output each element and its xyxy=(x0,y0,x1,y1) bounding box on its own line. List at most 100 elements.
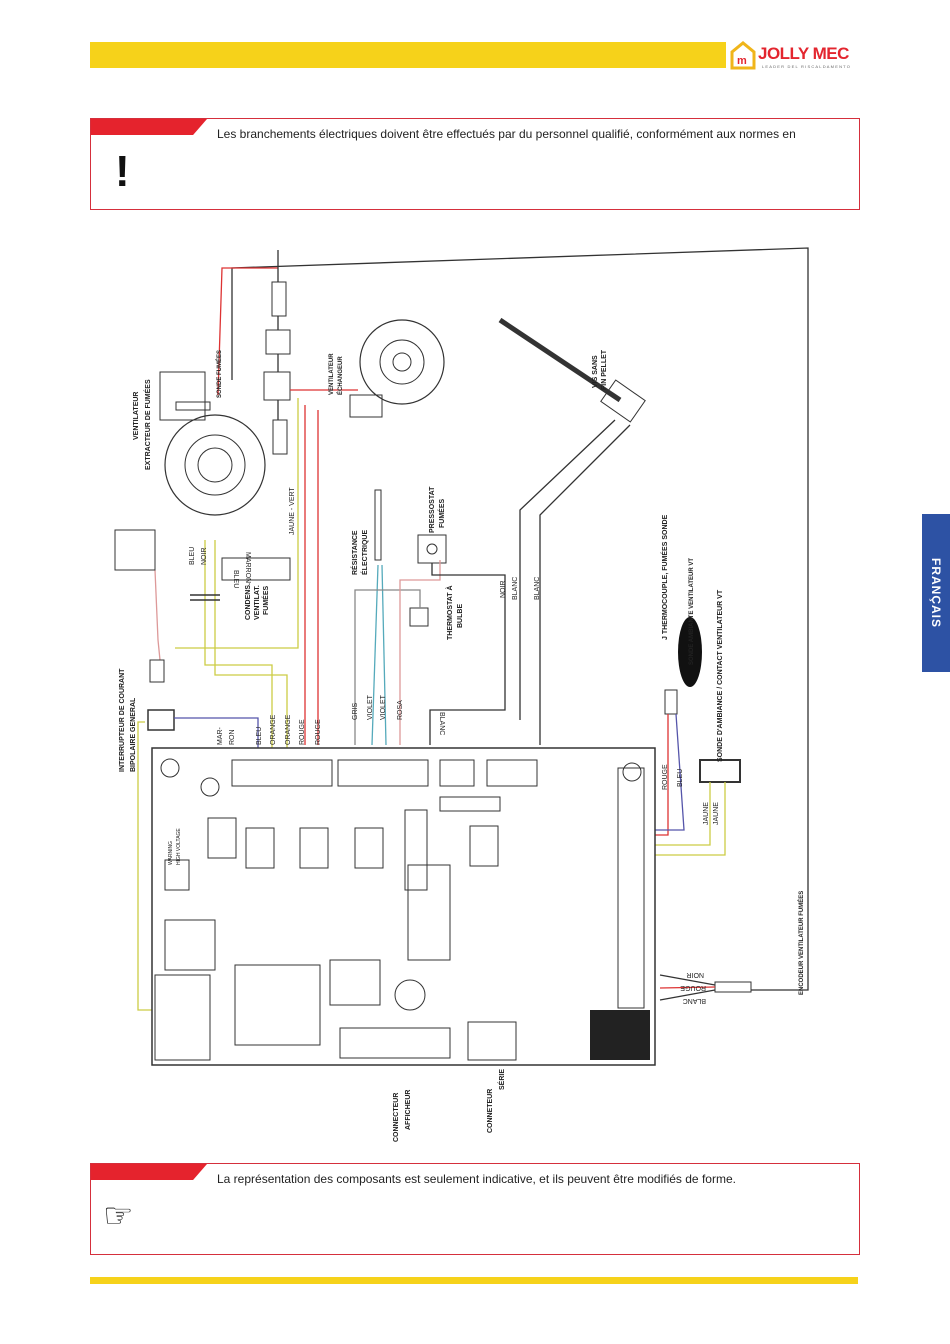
wire-label: BLEU xyxy=(232,570,239,588)
diagram-shape xyxy=(197,447,233,483)
diagram-shape xyxy=(381,564,387,746)
language-tab[interactable]: FRANÇAIS xyxy=(922,514,950,672)
wire-label: GRIS xyxy=(352,703,359,720)
diagram-shape xyxy=(371,564,379,746)
note-tab xyxy=(91,1164,207,1180)
label-extractor-fan-2: EXTRACTEUR DE FUMÉES xyxy=(143,379,152,470)
wire-label: MAR- xyxy=(217,726,224,745)
diagram-shape: VENTILATEUR EXTRACTEUR DE FUMÉES SONDE F… xyxy=(119,349,805,1142)
label-resistance-1: RÉSISTANCE xyxy=(350,530,359,575)
wire-label: NOIR xyxy=(201,548,208,566)
wire-label: ROUGE xyxy=(315,719,322,745)
wire-probe xyxy=(217,267,278,396)
diagram-shape xyxy=(379,339,425,385)
extractor-fan xyxy=(159,371,266,516)
label-board-warning-2: HIGH VOLTAGE xyxy=(176,828,182,865)
diagram-shape xyxy=(404,809,428,891)
wire-label: ROUGE xyxy=(299,719,306,745)
label-capacitor-1: CONDENS. xyxy=(245,583,252,620)
info-note: ☞ La représentation des composants est s… xyxy=(90,1163,860,1255)
diagram-shape xyxy=(590,1010,650,1060)
wire-label: BLANC xyxy=(438,712,445,735)
diagram-shape xyxy=(164,919,216,971)
connector-plug xyxy=(271,281,287,317)
thermocouple-plug xyxy=(664,689,678,715)
exchanger-fan xyxy=(349,319,445,418)
svg-text:m: m xyxy=(737,55,747,67)
label-capacitor-3: FUMÉES xyxy=(261,586,270,616)
diagram-shape xyxy=(439,796,501,812)
diagram-shape xyxy=(394,979,426,1011)
main-switch xyxy=(147,709,175,731)
diagram-shape xyxy=(392,352,412,372)
diagram-shape xyxy=(439,759,475,787)
diagram-shape xyxy=(214,540,288,765)
power-plug-icon xyxy=(114,529,156,571)
wire-label: NOIR xyxy=(687,971,705,978)
wire-label: JAUNE xyxy=(713,802,720,825)
wire-label: ROUGE xyxy=(680,984,706,991)
wire-label: JAUNE - VERT xyxy=(289,487,296,535)
wire-label: BLEU xyxy=(189,547,196,565)
note-tab xyxy=(91,119,207,135)
connector-plug xyxy=(272,419,288,455)
language-tab-label: FRANÇAIS xyxy=(929,558,943,628)
label-exchanger-fan-1: VENTILATEUR xyxy=(329,353,335,395)
label-main-switch-1: INTERRUPTEUR DE COURANT xyxy=(119,668,126,772)
label-auger-2: FIN PELLET xyxy=(601,349,608,390)
label-extractor-fan-1: VENTILATEUR xyxy=(133,392,140,440)
auger xyxy=(498,317,646,745)
wire-label: ORANGE xyxy=(285,714,292,745)
warning-note: ! Les branchements électriques doivent ê… xyxy=(90,118,860,210)
diagram-shape xyxy=(429,563,506,745)
diagram-shape xyxy=(539,424,631,745)
diagram-shape xyxy=(617,767,645,1009)
diagram-shape xyxy=(154,974,211,1061)
diagram-shape xyxy=(519,419,616,720)
diagram-shape xyxy=(154,569,161,661)
encoder-plug xyxy=(714,981,752,993)
pointing-hand-icon: ☞ xyxy=(103,1197,134,1235)
connector-block xyxy=(263,371,291,401)
ambient-terminal xyxy=(699,759,741,783)
wire-label: NOIR xyxy=(500,581,507,599)
diagram-shape xyxy=(467,1021,517,1061)
diagram-shape xyxy=(200,777,220,797)
label-pressure-switch-2: FUMÉES xyxy=(437,499,446,529)
diagram-shape xyxy=(407,864,451,961)
diagram-shape xyxy=(245,827,275,869)
house-logo-icon: m xyxy=(730,41,756,70)
wire-label: ORANGE xyxy=(270,714,277,745)
label-board-warning-1: WARNING xyxy=(168,841,174,865)
wire-label: BLANC xyxy=(534,577,541,600)
label-ambient-probe-fan: SONDE AMBIANTE VENTILATEUR VT xyxy=(689,558,695,665)
wire-encoder xyxy=(231,247,809,991)
diagram-shape xyxy=(659,989,716,1001)
pressure-switch xyxy=(417,534,447,564)
ambient-probe xyxy=(678,617,702,687)
label-display-connector-1: CONNECTEUR xyxy=(393,1093,400,1142)
diagram-shape xyxy=(640,782,711,846)
label-main-switch-2: BIPOLAIRE GENERAL xyxy=(130,697,137,772)
diagram-shape xyxy=(149,659,165,683)
label-capacitor-2: VENTILAT. xyxy=(254,585,261,620)
diagram-shape xyxy=(234,964,321,1046)
label-exchanger-fan-2: ÉCHANGEUR xyxy=(336,356,344,395)
label-ambient-contact: SONDE D'AMBIANCE / CONTACT VENTILATEUR V… xyxy=(717,589,724,762)
wire-label: VIOLET xyxy=(380,694,387,720)
diagram-shape xyxy=(231,759,333,787)
diagram-shape xyxy=(164,414,266,516)
heating-resistance xyxy=(374,489,382,561)
label-encoder: ENCODEUR VENTILATEUR FUMÉES xyxy=(797,891,805,995)
diagram-shape xyxy=(349,394,383,418)
connector-block xyxy=(265,329,291,355)
label-thermostat-1: THERMOSTAT À xyxy=(445,585,454,640)
label-thermocouple: J THERMOCOUPLE, FUMÉES SONDE xyxy=(660,514,669,640)
wire-label: ROUGE xyxy=(662,764,669,790)
diagram-shape xyxy=(339,1027,451,1059)
diagram-shape xyxy=(204,540,273,765)
diagram-shape xyxy=(354,827,384,869)
diagram-shape xyxy=(498,317,622,403)
diagram-shape xyxy=(600,379,646,423)
